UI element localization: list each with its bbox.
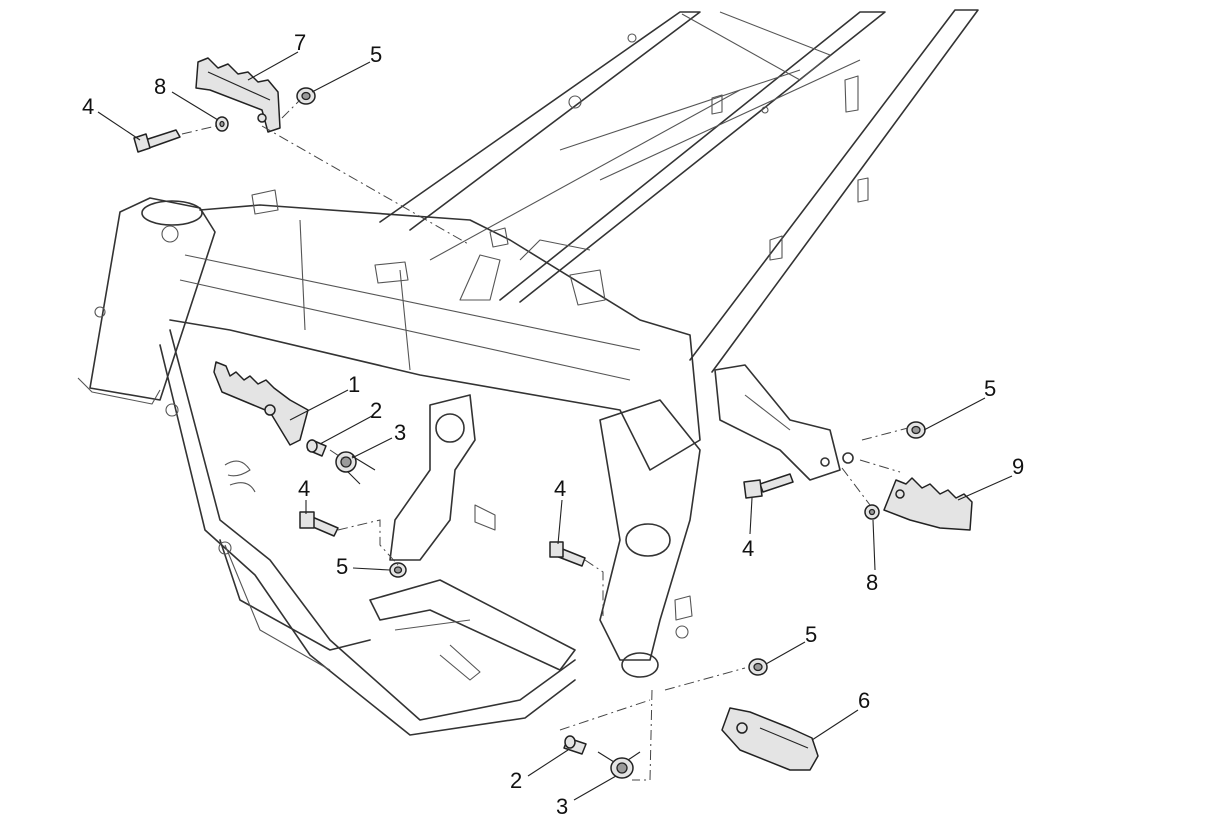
callout-4-mid-left: 4 <box>298 476 310 501</box>
part-nut-mid-left <box>389 562 407 578</box>
part-bolt-upper <box>133 129 181 153</box>
callout-leaders <box>97 51 1013 801</box>
callout-6: 6 <box>858 688 870 713</box>
callout-8-upper: 8 <box>154 74 166 99</box>
part-spring-lower <box>597 751 641 779</box>
part-rear-footpeg-right <box>883 477 973 531</box>
callout-3-left: 3 <box>394 420 406 445</box>
callout-7: 7 <box>294 30 306 55</box>
callout-4-upper: 4 <box>82 94 94 119</box>
callout-2-left: 2 <box>370 398 382 423</box>
part-pin-left <box>306 439 327 457</box>
part-bolt-mid-left <box>299 511 339 537</box>
callout-5-lower-right: 5 <box>805 622 817 647</box>
callout-8-right: 8 <box>866 570 878 595</box>
part-nut-upper <box>296 87 316 105</box>
part-bolt-right <box>743 473 794 499</box>
part-spring-left <box>335 451 376 485</box>
callout-9: 9 <box>1012 454 1024 479</box>
assembly-lines <box>181 99 909 781</box>
callout-5-right-upper: 5 <box>984 376 996 401</box>
part-rear-footpeg-upper <box>195 57 281 133</box>
callout-3-lower: 3 <box>556 794 568 819</box>
part-nut-lower-right <box>748 658 768 676</box>
part-bolt-center <box>549 541 586 567</box>
part-washer-upper <box>215 116 229 132</box>
callout-5-mid-left: 5 <box>336 554 348 579</box>
callout-5-upper: 5 <box>370 42 382 67</box>
motorcycle-frame <box>77 9 979 736</box>
part-front-footpeg-right <box>721 707 819 771</box>
part-nut-right-upper <box>906 421 926 439</box>
part-washer-right <box>864 504 880 520</box>
callout-1: 1 <box>348 372 360 397</box>
part-front-footpeg-left <box>213 361 309 446</box>
callout-numbers: 7 5 8 4 1 2 3 4 5 4 5 9 4 8 5 6 2 3 <box>82 30 1024 819</box>
callout-2-lower: 2 <box>510 768 522 793</box>
callout-4-center: 4 <box>554 476 566 501</box>
callout-4-right: 4 <box>742 536 754 561</box>
part-pin-lower <box>563 735 587 755</box>
